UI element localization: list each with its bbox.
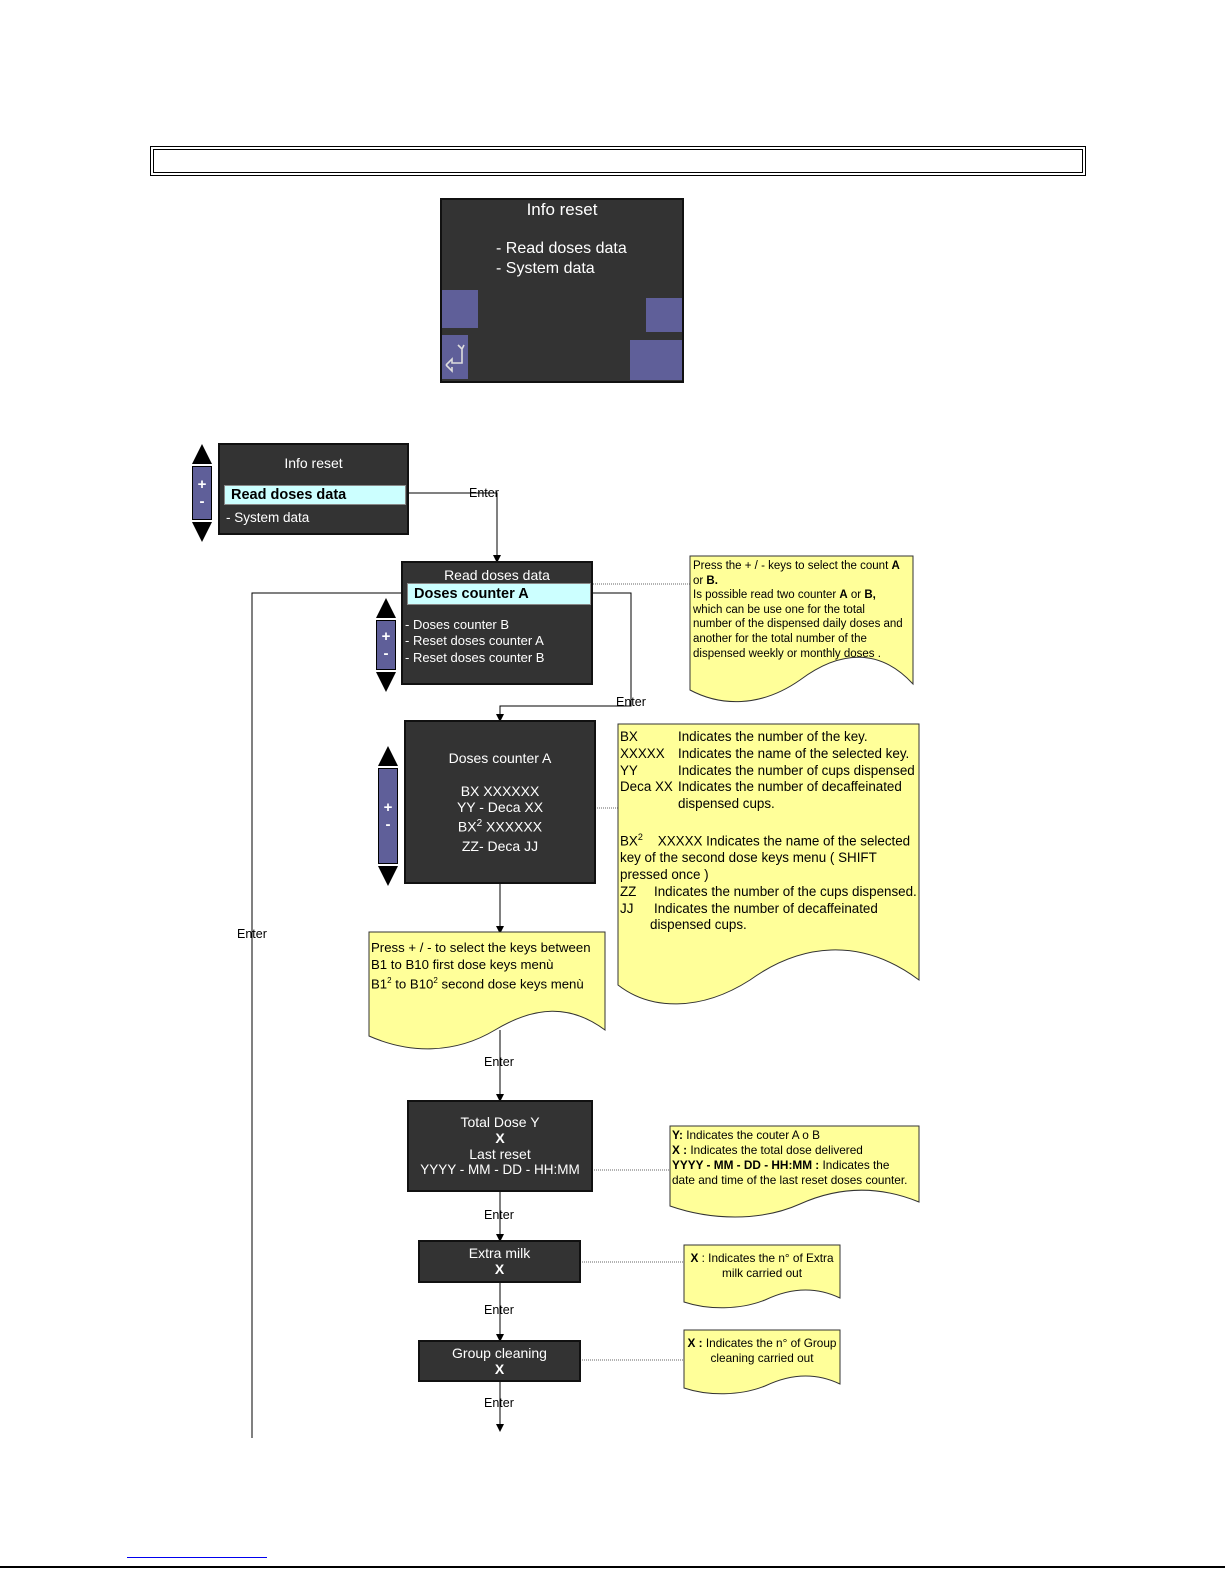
read-doses-menu: Read doses data Doses counter A - Doses …: [401, 561, 593, 685]
footer-link-underline: [127, 1557, 267, 1558]
counter-line-4: ZZ- Deca JJ: [461, 838, 539, 854]
note-shape-select: [689, 555, 914, 703]
connector-read-to-counter: [496, 592, 632, 722]
connector-info-to-read: [408, 492, 501, 563]
note-shape-keys: [368, 931, 606, 1050]
extra-milk-value: X: [494, 1261, 505, 1277]
connector-left-loop: [251, 592, 405, 1438]
plus-minus-key[interactable]: + -: [378, 768, 398, 864]
enter-label-1: Enter: [469, 486, 499, 500]
note-shape-total: [669, 1125, 920, 1218]
doses-counter-b-item[interactable]: - Doses counter B: [405, 617, 510, 632]
enter-label-5: Enter: [484, 1208, 514, 1222]
up-arrow-icon[interactable]: [376, 598, 396, 618]
total-dose-line-3: Last reset: [469, 1146, 531, 1162]
down-arrow-icon[interactable]: [378, 866, 398, 886]
back-arrow-icon: [445, 344, 465, 373]
info-reset-menu-title: Info reset: [284, 455, 343, 471]
right-upper-softkey[interactable]: [646, 298, 682, 332]
enter-label-loop: Enter: [237, 927, 267, 941]
info-reset-screen: Info reset - Read doses data - System da…: [440, 198, 684, 383]
note-shape-group: [683, 1329, 841, 1395]
info-reset-menu: Info reset Read doses data - System data: [218, 443, 409, 535]
counter-line-3: BX2 XXXXXX: [457, 818, 543, 835]
note-select-counter: Press the + / - keys to select the count…: [693, 560, 903, 660]
info-reset-screen-title: Info reset: [526, 200, 598, 219]
enter-label-2: Enter: [616, 695, 646, 709]
total-dose-screen: Total Dose Y X Last reset YYYY - MM - DD…: [407, 1100, 593, 1192]
note-group: X : Indicates the n° of Group cleaning c…: [687, 1336, 837, 1365]
note-milk: X : Indicates the n° of Extra milk carri…: [690, 1251, 834, 1280]
total-dose-line-1: Total Dose Y: [460, 1114, 540, 1130]
down-arrow-icon[interactable]: [192, 522, 212, 542]
doses-counter-screen: Doses counter A BX XXXXXX YY - Deca XX B…: [404, 720, 596, 884]
doses-counter-a-item[interactable]: Doses counter A: [407, 583, 591, 605]
extra-milk-label: Extra milk: [468, 1245, 531, 1261]
reset-counter-b-item[interactable]: - Reset doses counter B: [405, 650, 545, 665]
total-dose-line-2: X: [495, 1130, 505, 1146]
group-cleaning-label: Group cleaning: [452, 1345, 547, 1361]
plus-minus-key[interactable]: + -: [376, 620, 396, 670]
up-arrow-icon[interactable]: [192, 444, 212, 464]
note-shape-legend: [617, 723, 920, 1005]
group-cleaning-screen: Group cleaning X: [418, 1340, 581, 1382]
counter-line-2: YY - Deca XX: [456, 799, 544, 815]
read-doses-data-item[interactable]: Read doses data: [224, 485, 406, 505]
section-title-frame: [150, 146, 1086, 176]
plus-minus-key[interactable]: + -: [192, 466, 212, 520]
system-data-item[interactable]: - System data: [226, 510, 310, 525]
enter-label-6: Enter: [484, 1303, 514, 1317]
info-reset-screen-item-system[interactable]: - System data: [496, 260, 595, 277]
counter-nav-arrows[interactable]: + -: [376, 746, 400, 886]
reset-counter-a-item[interactable]: - Reset doses counter A: [405, 633, 544, 648]
right-lower-softkey[interactable]: [630, 340, 682, 380]
left-upper-softkey[interactable]: [442, 290, 478, 328]
back-softkey[interactable]: [442, 335, 468, 379]
extra-milk-screen: Extra milk X: [418, 1240, 581, 1283]
footer-rule: [0, 1566, 1225, 1568]
note-shape-milk: [683, 1244, 841, 1309]
info-reset-screen-item-read[interactable]: - Read doses data: [496, 240, 627, 257]
note-total: Y: Indicates the couter A o B X : Indica…: [672, 1128, 908, 1187]
enter-label-4: Enter: [484, 1055, 514, 1069]
enter-label-7: Enter: [484, 1396, 514, 1410]
info-nav-arrows[interactable]: + -: [190, 444, 214, 542]
read-doses-menu-title: Read doses data: [444, 567, 550, 583]
counter-line-1: BX XXXXXX: [460, 783, 540, 799]
down-arrow-icon[interactable]: [376, 672, 396, 692]
group-cleaning-value: X: [494, 1361, 505, 1377]
read-nav-arrows[interactable]: + -: [374, 598, 398, 692]
doses-counter-title: Doses counter A: [448, 750, 552, 766]
note-keys: Press + / - to select the keys between B…: [371, 940, 591, 992]
total-dose-line-4: YYYY - MM - DD - HH:MM: [420, 1162, 580, 1177]
up-arrow-icon[interactable]: [378, 746, 398, 766]
